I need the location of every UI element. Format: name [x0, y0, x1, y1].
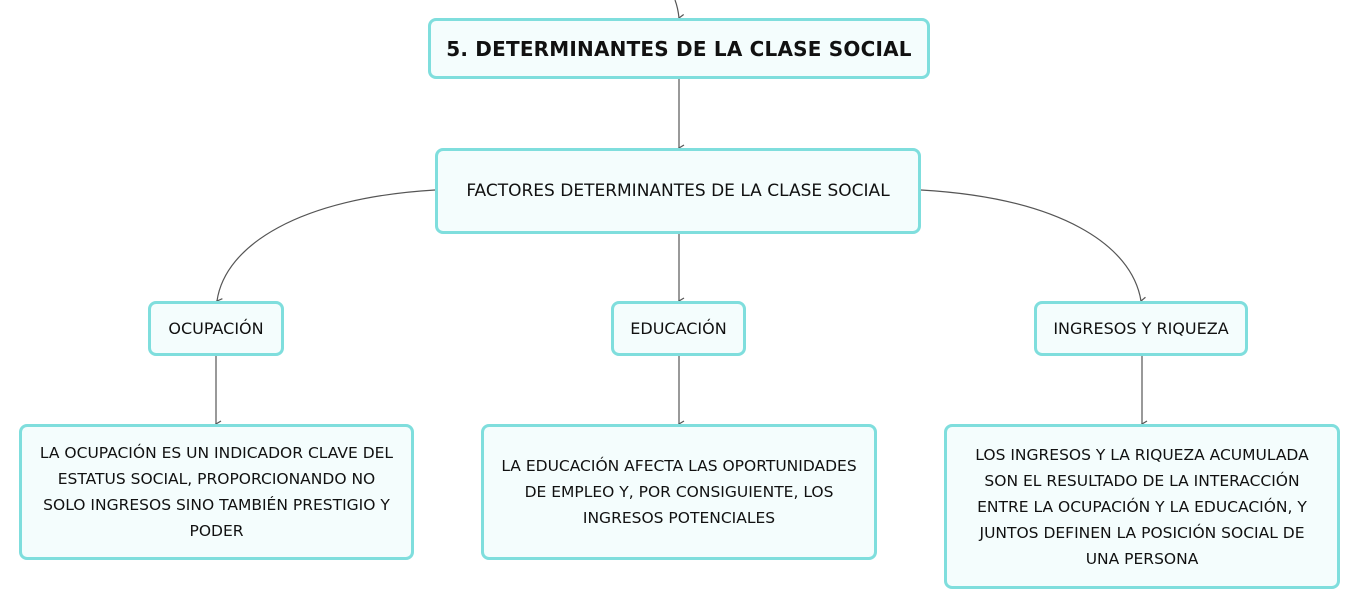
description-text-educacion: LA EDUCACIÓN AFECTA LAS OPORTUNIDADES DE…	[501, 457, 857, 527]
description-text-ingresos: LOS INGRESOS Y LA RIQUEZA ACUMULADA SON …	[975, 445, 1309, 568]
category-label-ocupacion: OCUPACIÓN	[168, 319, 264, 338]
category-node-educacion[interactable]: EDUCACIÓN	[611, 301, 746, 356]
title-text: 5. DETERMINANTES DE LA CLASE SOCIAL	[446, 36, 912, 61]
category-node-ingresos[interactable]: INGRESOS Y RIQUEZA	[1034, 301, 1248, 356]
category-label-ingresos: INGRESOS Y RIQUEZA	[1053, 319, 1229, 338]
category-node-ocupacion[interactable]: OCUPACIÓN	[148, 301, 284, 356]
factors-text: FACTORES DETERMINANTES DE LA CLASE SOCIA…	[466, 181, 890, 201]
description-node-educacion[interactable]: LA EDUCACIÓN AFECTA LAS OPORTUNIDADES DE…	[481, 424, 877, 560]
connector-factors-to-ocupacion	[215, 189, 436, 306]
factors-node[interactable]: FACTORES DETERMINANTES DE LA CLASE SOCIA…	[435, 148, 921, 234]
description-text-ocupacion: LA OCUPACIÓN ES UN INDICADOR CLAVE DEL E…	[39, 444, 394, 540]
category-label-educacion: EDUCACIÓN	[630, 319, 727, 338]
description-node-ocupacion[interactable]: LA OCUPACIÓN ES UN INDICADOR CLAVE DEL E…	[19, 424, 414, 560]
connector-factors-to-ingresos	[920, 189, 1147, 304]
title-node[interactable]: 5. DETERMINANTES DE LA CLASE SOCIAL	[428, 18, 930, 79]
description-node-ingresos[interactable]: LOS INGRESOS Y LA RIQUEZA ACUMULADA SON …	[944, 424, 1340, 589]
connector-incoming	[674, 0, 685, 22]
